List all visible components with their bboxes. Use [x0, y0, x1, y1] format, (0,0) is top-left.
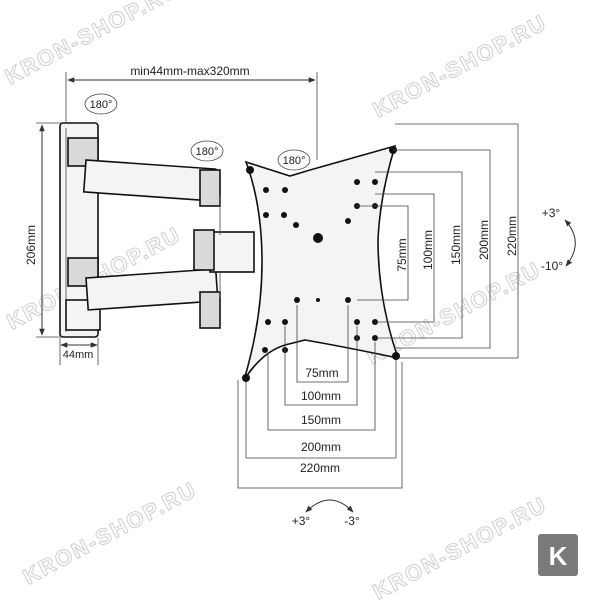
vesa-horizontal-label: 200mm	[301, 440, 341, 454]
vesa-vertical-dimensions: 75mm 100mm 150mm 200mm 220mm	[357, 123, 519, 359]
tilt-indicator: +3° -10°	[541, 206, 576, 273]
tilt-up-label: +3°	[542, 206, 561, 220]
wall-height-dimension: 206mm	[24, 122, 62, 338]
vesa-horizontal-label: 75mm	[305, 366, 338, 380]
vesa-horizontal-label: 150mm	[301, 413, 341, 427]
rotation-badge-middle: 180°	[190, 140, 224, 162]
vesa-horizontal-label: 220mm	[300, 461, 340, 475]
logo-letter: K	[549, 541, 568, 571]
vesa-vertical-label: 75mm	[395, 238, 409, 271]
brand-logo: K	[538, 534, 578, 576]
arm-range-label: min44mm-max320mm	[130, 64, 249, 78]
vesa-plate	[242, 144, 400, 382]
rotation-label: 180°	[196, 146, 219, 158]
arm-range-dimension: min44mm-max320mm	[65, 64, 318, 160]
swivel-left-label: +3°	[292, 514, 311, 528]
swivel-indicator: +3° -3°	[292, 499, 360, 528]
watermark-text: KRON-SHOP.RU	[369, 9, 552, 122]
rotation-badge-left: 180°	[84, 93, 118, 115]
swing-arms	[82, 159, 255, 329]
vesa-vertical-label: 220mm	[505, 216, 519, 256]
watermark-text: KRON-SHOP.RU	[369, 491, 552, 600]
watermark-text: KRON-SHOP.RU	[19, 476, 202, 589]
vesa-horizontal-label: 100mm	[301, 389, 341, 403]
swivel-right-label: -3°	[344, 514, 360, 528]
rotation-label: 180°	[283, 155, 306, 167]
vesa-vertical-label: 100mm	[421, 230, 435, 270]
rotation-badge-right: 180°	[277, 149, 311, 171]
vesa-horizontal-dimensions: 75mm 100mm 150mm 200mm 220mm	[237, 305, 403, 489]
vesa-vertical-label: 150mm	[449, 225, 463, 265]
tilt-down-label: -10°	[541, 259, 563, 273]
rotation-label: 180°	[90, 99, 113, 111]
wall-depth-dimension: 44mm	[59, 338, 99, 365]
wall-height-label: 206mm	[24, 225, 38, 265]
vesa-vertical-label: 200mm	[477, 220, 491, 260]
wall-depth-label: 44mm	[63, 349, 94, 361]
